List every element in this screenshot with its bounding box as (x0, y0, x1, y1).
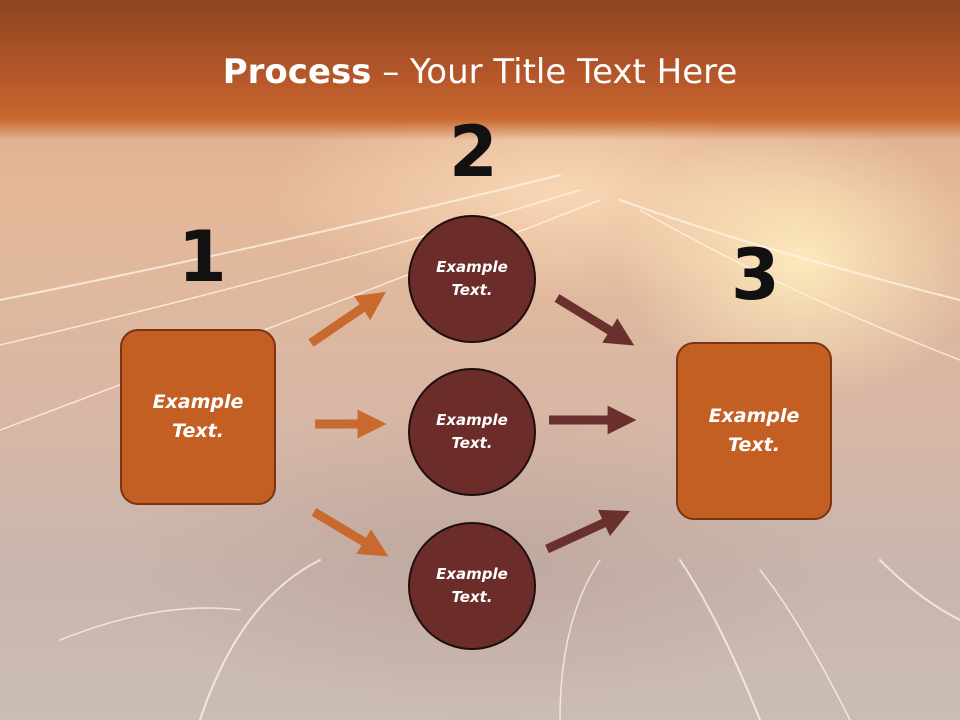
box-text-line1: Example (708, 405, 800, 427)
step-2-circle-bottom[interactable]: Example Text. (408, 522, 536, 650)
arrow-circle-top-to-box3 (554, 294, 635, 346)
step-number-1: 1 (178, 216, 227, 298)
circle-text-line1: Example (436, 565, 508, 583)
box-text-line1: Example (152, 391, 244, 413)
arrow-circle-bottom-to-box3 (545, 509, 631, 554)
box-text-line2: Text. (172, 420, 224, 442)
slide-title: Process – Your Title Text Here (0, 52, 960, 92)
circle-text-line2: Text. (451, 281, 493, 299)
step-number-2: 2 (449, 111, 498, 193)
circle-text-line2: Text. (451, 588, 493, 606)
arrow-box1-to-circle-top (308, 291, 386, 347)
step-1-box[interactable]: Example Text. (120, 329, 276, 505)
arrow-box1-to-circle-bottom (311, 508, 389, 557)
title-rest-part: – Your Title Text Here (371, 52, 738, 92)
circle-text-line1: Example (436, 258, 508, 276)
title-bold-part: Process (222, 52, 372, 92)
circle-text-line1: Example (436, 411, 508, 429)
step-number-3: 3 (731, 234, 780, 316)
title-band (0, 0, 960, 140)
step-3-box[interactable]: Example Text. (676, 342, 832, 520)
step-2-circle-top[interactable]: Example Text. (408, 215, 536, 343)
circle-text-line2: Text. (451, 434, 493, 452)
step-2-circle-middle[interactable]: Example Text. (408, 368, 536, 496)
box-text-line2: Text. (728, 434, 780, 456)
